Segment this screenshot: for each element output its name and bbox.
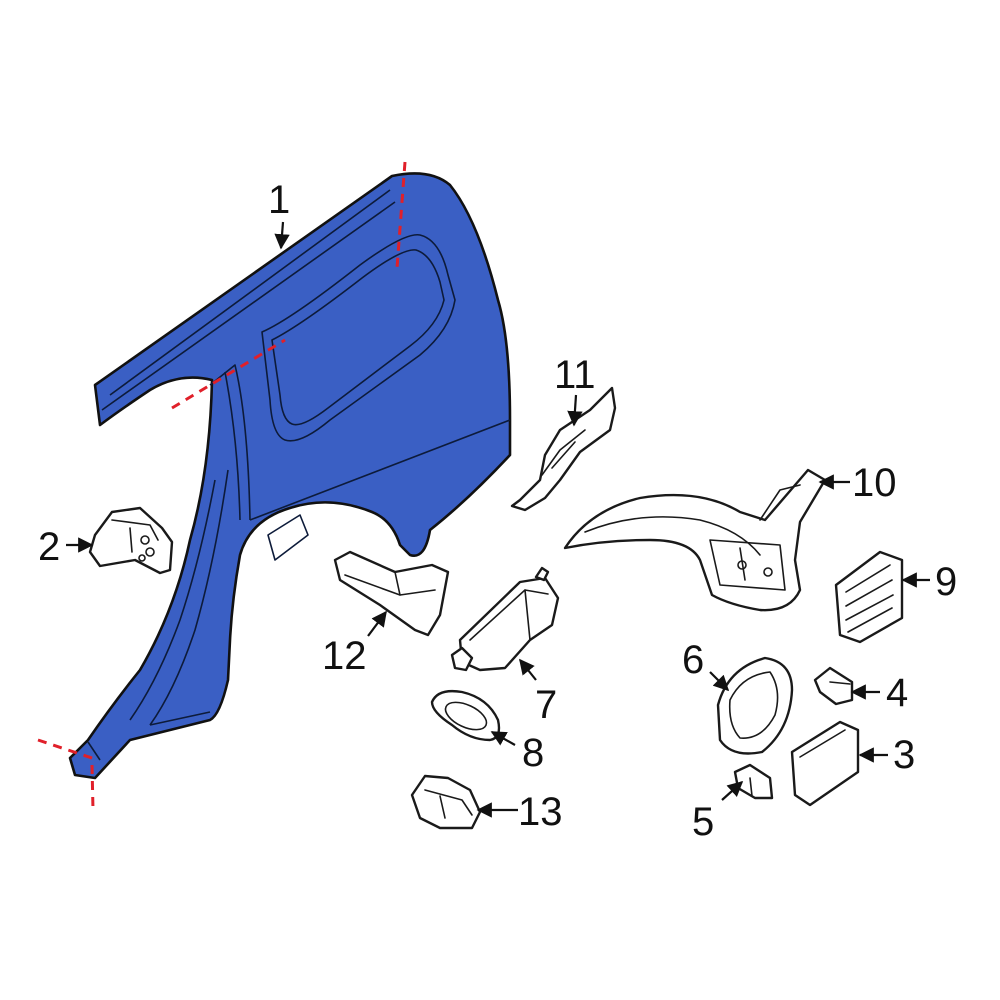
part-12-mud-flap[interactable] — [333, 550, 450, 637]
cut-lines — [37, 161, 407, 811]
callout-8: 8 — [522, 731, 545, 775]
part-4-block[interactable] — [813, 666, 854, 706]
callout-5: 5 — [692, 800, 715, 844]
part-11-reinforcement[interactable] — [510, 386, 617, 512]
callout-1: 1 — [268, 178, 291, 222]
part-2-bracket[interactable] — [88, 506, 174, 575]
part-10-wheelhouse[interactable] — [563, 468, 827, 612]
part-1-quarter-panel[interactable] — [68, 172, 512, 780]
part-6-filler-pocket[interactable] — [716, 656, 794, 755]
part-5-clip[interactable] — [733, 763, 774, 800]
callout-13: 13 — [518, 790, 563, 834]
callout-10: 10 — [852, 461, 897, 505]
callout-7: 7 — [535, 683, 558, 727]
part-7-filler-housing[interactable] — [450, 566, 560, 672]
part-3-fuel-lid[interactable] — [790, 720, 860, 807]
part-13-clip[interactable] — [410, 774, 482, 830]
part-8-seal[interactable] — [430, 689, 501, 742]
callout-3: 3 — [893, 733, 916, 777]
callout-12: 12 — [322, 634, 367, 678]
callout-9: 9 — [935, 560, 958, 604]
part-9-fuel-door[interactable] — [834, 550, 904, 644]
callout-2: 2 — [38, 525, 61, 569]
leader-lines — [66, 221, 930, 818]
callout-6: 6 — [682, 638, 705, 682]
callout-4: 4 — [886, 671, 909, 715]
callout-11: 11 — [554, 353, 596, 397]
